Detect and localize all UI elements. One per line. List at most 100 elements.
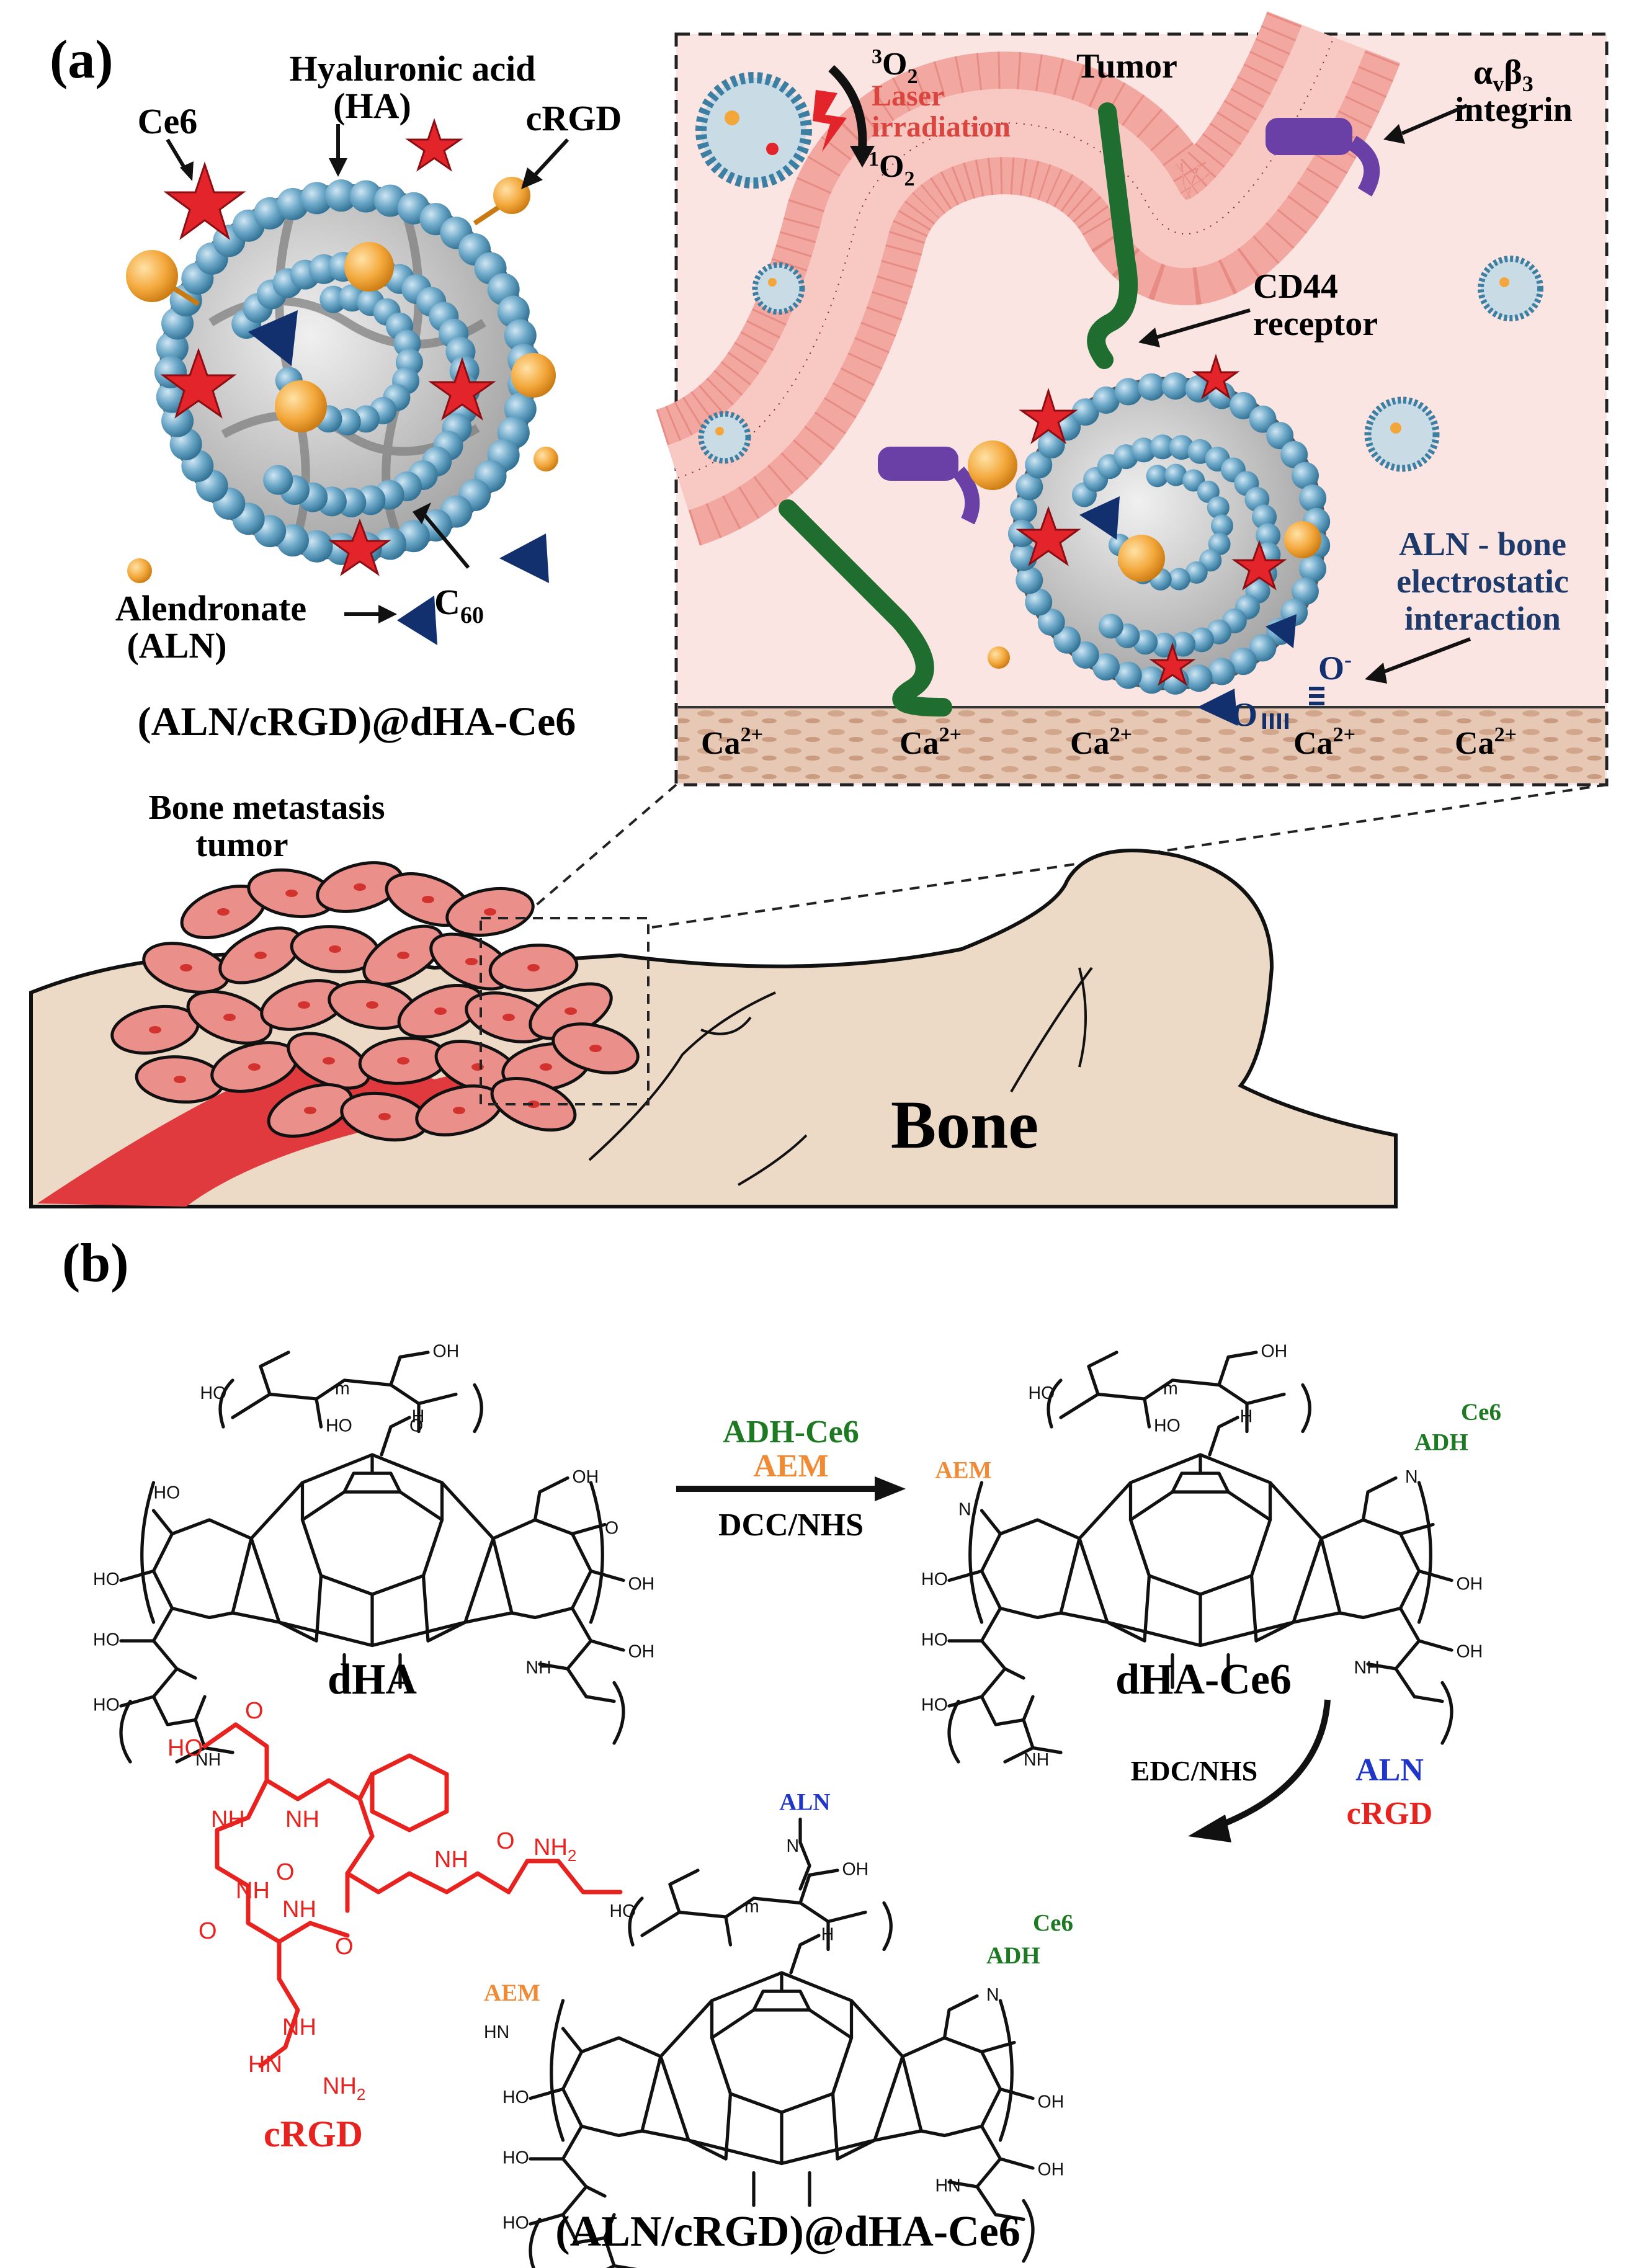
svg-text:HO: HO	[502, 2148, 529, 2168]
tumor-label: Tumor	[1076, 47, 1177, 86]
svg-text:HO: HO	[502, 2213, 529, 2233]
svg-text:NH: NH	[282, 1896, 316, 1922]
label-c60: C60	[434, 582, 484, 628]
svg-text:m: m	[335, 1379, 350, 1399]
svg-text:HO: HO	[93, 1630, 120, 1650]
svg-text:Ce6: Ce6	[1461, 1399, 1501, 1426]
svg-text:OH: OH	[1038, 2092, 1065, 2112]
reagent-aem: AEM	[753, 1449, 828, 1484]
reagent-edc-nhs: EDC/NHS	[1131, 1755, 1257, 1787]
svg-text:O: O	[199, 1918, 217, 1944]
cd44-label-line2: receptor	[1253, 305, 1378, 343]
ce6-star-icon	[1149, 642, 1196, 686]
svg-text:N: N	[787, 1836, 800, 1856]
svg-text:HN: HN	[935, 2176, 961, 2196]
integrin-icon	[878, 447, 980, 525]
svg-text:H: H	[412, 1407, 425, 1427]
aln-triangle-icon	[1197, 689, 1238, 726]
svg-text:OH: OH	[628, 1574, 655, 1594]
calcium-ion: Ca2+	[1070, 723, 1132, 761]
svg-text:AEM: AEM	[484, 1980, 540, 2006]
svg-text:ADH: ADH	[986, 1942, 1040, 1969]
svg-text:OH: OH	[573, 1467, 599, 1487]
calcium-ion: Ca2+	[1455, 723, 1517, 761]
aln-bone-label-line2: electrostatic	[1396, 563, 1569, 600]
label-ha-abbrev: (HA)	[333, 86, 411, 126]
reagent-crgd: cRGD	[1347, 1796, 1433, 1831]
svg-text:HO: HO	[154, 1483, 181, 1503]
label-aln-abbrev: (ALN)	[127, 625, 226, 666]
svg-text:HO: HO	[326, 1416, 352, 1436]
structure-aln-crgd-dha-ce6: HO HO HO HO OH OH OH H HN NH m AEM HN AD…	[484, 1789, 1073, 2268]
crgd-guanidine-nh2: NH2	[323, 2073, 365, 2104]
svg-text:HO: HO	[502, 2087, 529, 2107]
svg-text:HN: HN	[484, 2022, 509, 2042]
compound-dha-label: dHA	[328, 1656, 417, 1703]
zoom-region-box	[480, 917, 650, 1105]
calcium-ion: Ca2+	[1293, 723, 1355, 761]
crgd-ball-icon	[1284, 521, 1321, 558]
svg-text:O: O	[409, 1416, 423, 1436]
ce6-star-icon	[1231, 540, 1287, 591]
crgd-ball-icon	[511, 353, 556, 398]
svg-text:N: N	[986, 1985, 999, 2005]
svg-text:OH: OH	[1261, 1342, 1288, 1362]
aln-triangle-icon	[1079, 496, 1120, 540]
cd44-label-line1: CD44	[1253, 267, 1338, 306]
panel-a-label: (a)	[50, 30, 114, 90]
svg-text:NH: NH	[282, 2014, 316, 2040]
svg-text:N: N	[1405, 1467, 1418, 1487]
aln-triangle-icon	[1266, 614, 1297, 648]
aln-triangle-icon	[397, 596, 437, 645]
calcium-ion-row: Ca2+ Ca2+ Ca2+ Ca2+ Ca2+	[701, 723, 1517, 761]
svg-text:H: H	[1240, 1407, 1253, 1427]
irradiation-label: irradiation	[872, 110, 1011, 143]
svg-text:ADH: ADH	[1414, 1429, 1468, 1456]
svg-text:HO: HO	[1029, 1383, 1055, 1403]
cd44-receptor	[779, 499, 952, 717]
svg-text:NH: NH	[285, 1806, 319, 1833]
nanoparticle-illustration	[126, 118, 558, 645]
aln-bone-label-line1: ALN - bone	[1399, 525, 1566, 563]
crgd-ball-icon	[968, 440, 1017, 490]
o-bound-label: O	[1231, 696, 1257, 733]
reaction-arrow-icon	[1188, 1815, 1231, 1842]
svg-text:NH: NH	[526, 1658, 551, 1678]
label-hyaluronic-acid: Hyaluronic acid	[290, 48, 536, 89]
svg-text:m: m	[1163, 1379, 1178, 1399]
panel-b-label: (b)	[62, 1233, 129, 1293]
aln-triangle-icon	[499, 534, 549, 583]
crgd-nh2: NH2	[534, 1834, 576, 1865]
label-alendronate: Alendronate	[115, 588, 306, 628]
svg-text:O: O	[496, 1828, 515, 1854]
tumor-cell-cluster	[110, 861, 640, 1141]
bone-metastasis-label-line1: Bone metastasis	[148, 788, 385, 827]
calcium-ion: Ca2+	[701, 723, 763, 761]
svg-text:HO: HO	[167, 1735, 203, 1761]
small-nanoparticle-icon	[1478, 256, 1543, 321]
small-nanoparticle-icon	[752, 262, 805, 315]
ce6-star-icon	[328, 518, 391, 576]
ce6-star-icon	[160, 347, 237, 419]
compound-final-label: (ALN/cRGD)@dHA-Ce6	[555, 2208, 1020, 2256]
svg-text:m: m	[744, 1897, 759, 1917]
svg-text:NH: NH	[1024, 1750, 1049, 1770]
svg-text:O: O	[245, 1698, 264, 1724]
aln-triangle-group	[248, 310, 549, 645]
reaction-arrow-icon	[875, 1476, 906, 1501]
integrin-label-line2: integrin	[1455, 91, 1573, 129]
crgd-ball-icon	[275, 380, 327, 432]
ce6-star-icon	[428, 357, 496, 421]
svg-text:NH: NH	[211, 1806, 245, 1833]
cd44-receptor	[1087, 102, 1138, 369]
svg-text:AEM: AEM	[935, 1457, 992, 1484]
svg-text:OH: OH	[433, 1342, 460, 1362]
svg-text:ALN: ALN	[779, 1789, 830, 1816]
compound-dha-ce6-label: dHA-Ce6	[1115, 1656, 1292, 1703]
crgd-structure-label: cRGD	[264, 2114, 363, 2154]
structure-dha: HO HO HO HO NH HO HO OH O OH O OH OH NH …	[93, 1342, 654, 1770]
calcium-ion: Ca2+	[900, 723, 962, 761]
svg-text:OH: OH	[1457, 1574, 1483, 1594]
crgd-ball-group	[126, 177, 558, 583]
